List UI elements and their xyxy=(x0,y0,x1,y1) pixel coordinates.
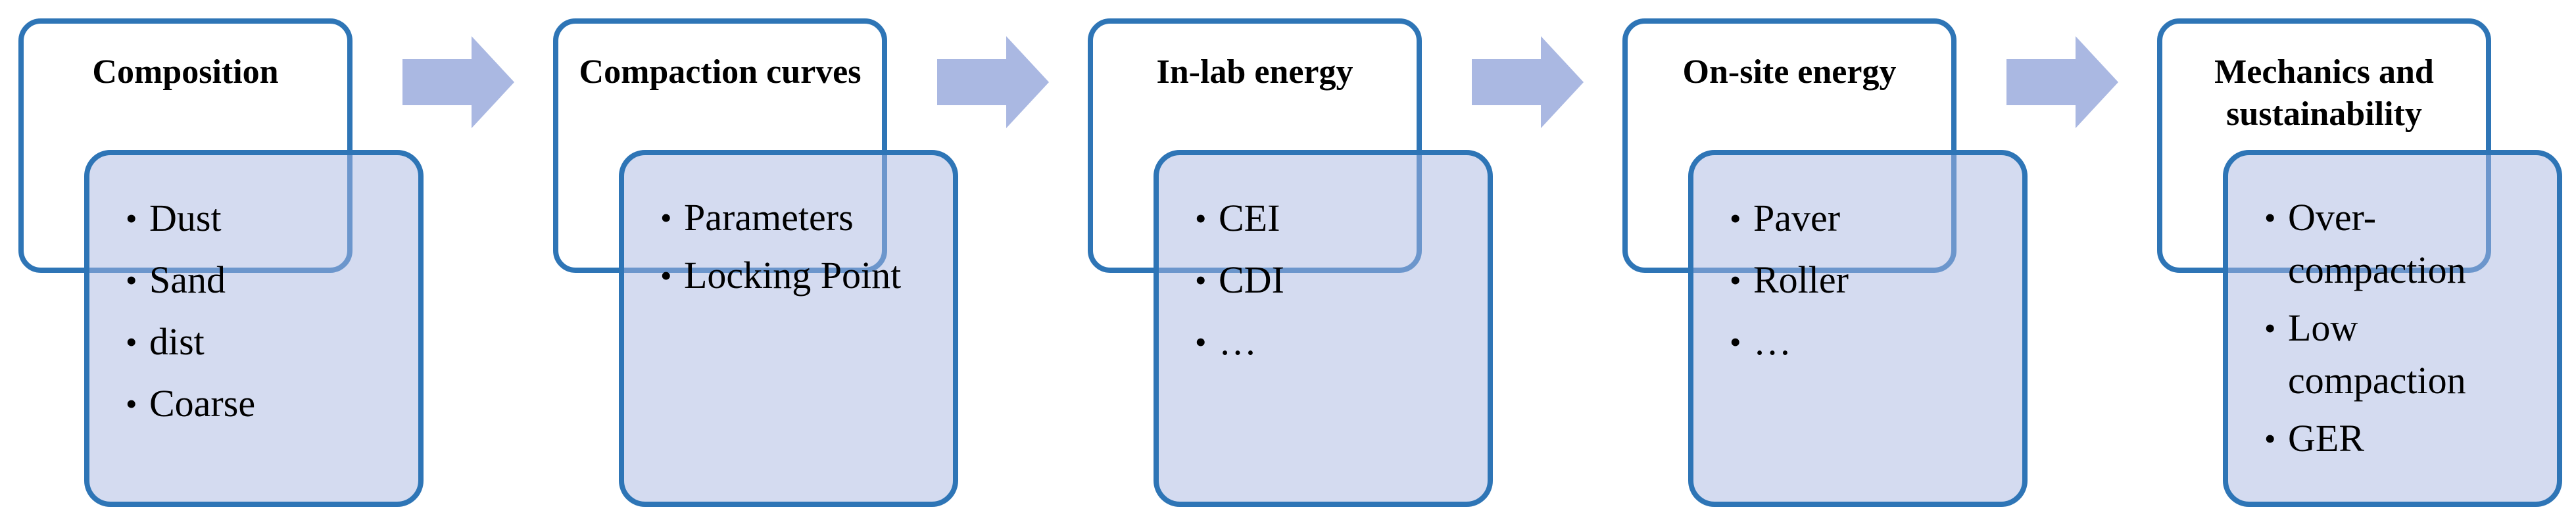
list-item: •GER xyxy=(2264,412,2544,465)
step-item-list: •CEI •CDI •… xyxy=(1195,191,1474,377)
bullet-icon: • xyxy=(660,257,672,294)
list-item: •… xyxy=(1730,315,2009,369)
list-item: •Low compaction xyxy=(2264,302,2544,407)
step-item-list: •Paver •Roller •… xyxy=(1730,191,2009,377)
bullet-icon: • xyxy=(126,385,137,422)
step-compaction-curves: Compaction curves •Parameters •Locking P… xyxy=(535,0,958,524)
step-detail-box: •Parameters •Locking Point xyxy=(619,150,958,507)
bullet-icon: • xyxy=(1195,200,1207,237)
step-title: Mechanics and sustainability xyxy=(2214,53,2434,133)
list-item: •Coarse xyxy=(126,377,405,431)
step-title: In-lab energy xyxy=(1156,53,1353,91)
list-item: •Parameters xyxy=(660,191,940,244)
list-item: •Paver xyxy=(1730,191,2009,245)
list-item: •Locking Point xyxy=(660,249,940,302)
step-mechanics-sustainability: Mechanics and sustainability •Over-compa… xyxy=(2139,0,2562,524)
list-item: •Sand xyxy=(126,253,405,307)
list-item: •CEI xyxy=(1195,191,1474,245)
step-on-site-energy: On-site energy •Paver •Roller •… xyxy=(1604,0,2028,524)
list-item: •Dust xyxy=(126,191,405,245)
bullet-icon: • xyxy=(126,262,137,298)
list-item: •… xyxy=(1195,315,1474,369)
bullet-icon: • xyxy=(2264,310,2276,346)
right-arrow-icon xyxy=(2006,36,2118,128)
bullet-icon: • xyxy=(126,323,137,360)
step-detail-box: •Paver •Roller •… xyxy=(1688,150,2028,507)
list-item: •Over-compaction xyxy=(2264,191,2544,297)
right-arrow-icon xyxy=(402,36,514,128)
step-title: Compaction curves xyxy=(579,53,862,91)
bullet-icon: • xyxy=(2264,199,2276,236)
step-item-list: •Over-compaction •Low compaction •GER xyxy=(2264,191,2544,470)
right-arrow-icon xyxy=(937,36,1049,128)
bullet-icon: • xyxy=(1195,262,1207,298)
step-detail-box: •CEI •CDI •… xyxy=(1154,150,1493,507)
step-composition: Composition •Dust •Sand •dist •Coarse xyxy=(0,0,424,524)
step-in-lab-energy: In-lab energy •CEI •CDI •… xyxy=(1069,0,1493,524)
bullet-icon: • xyxy=(1730,323,1741,360)
step-item-list: •Parameters •Locking Point xyxy=(660,191,940,307)
list-item: •CDI xyxy=(1195,253,1474,307)
right-arrow-icon xyxy=(1472,36,1584,128)
bullet-icon: • xyxy=(2264,420,2276,457)
step-detail-box: •Dust •Sand •dist •Coarse xyxy=(84,150,424,507)
step-item-list: •Dust •Sand •dist •Coarse xyxy=(126,191,405,439)
bullet-icon: • xyxy=(1195,323,1207,360)
bullet-icon: • xyxy=(1730,200,1741,237)
list-item: •Roller xyxy=(1730,253,2009,307)
step-detail-box: •Over-compaction •Low compaction •GER xyxy=(2223,150,2562,507)
step-title: On-site energy xyxy=(1682,53,1897,91)
bullet-icon: • xyxy=(126,200,137,237)
bullet-icon: • xyxy=(1730,262,1741,298)
step-title: Composition xyxy=(92,53,279,91)
bullet-icon: • xyxy=(660,199,672,236)
list-item: •dist xyxy=(126,315,405,369)
